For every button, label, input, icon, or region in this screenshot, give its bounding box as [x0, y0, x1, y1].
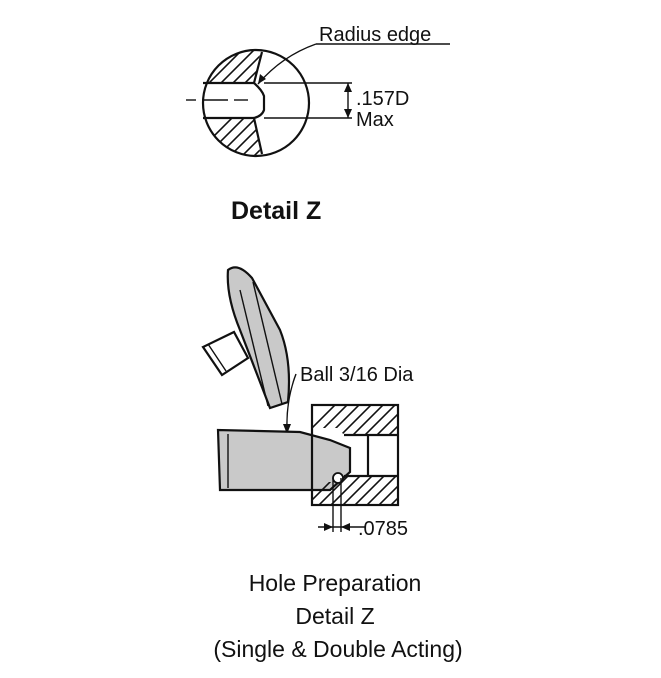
dimension-0785-label: .0785: [358, 518, 408, 540]
ball-dia-label: Ball 3/16 Dia: [300, 364, 414, 386]
tool-shank: [201, 330, 250, 377]
dimension-max-label: Max: [356, 109, 394, 131]
section-hatching-top: [203, 50, 262, 156]
workpiece-pin: [216, 428, 352, 492]
detail-z-title: Detail Z: [231, 197, 321, 225]
section-hatching-block-bottom: [312, 476, 398, 505]
caption-line-2: Detail Z: [295, 603, 374, 629]
radius-edge-label: Radius edge: [319, 24, 431, 46]
hole-preparation-view: [201, 266, 400, 532]
detail-circle: [201, 48, 311, 158]
detail-z-circle-view: [186, 43, 450, 158]
dimension-157d-label: .157D: [356, 88, 409, 110]
caption-line-3: (Single & Double Acting): [213, 636, 462, 662]
caption-line-1: Hole Preparation: [249, 570, 422, 596]
